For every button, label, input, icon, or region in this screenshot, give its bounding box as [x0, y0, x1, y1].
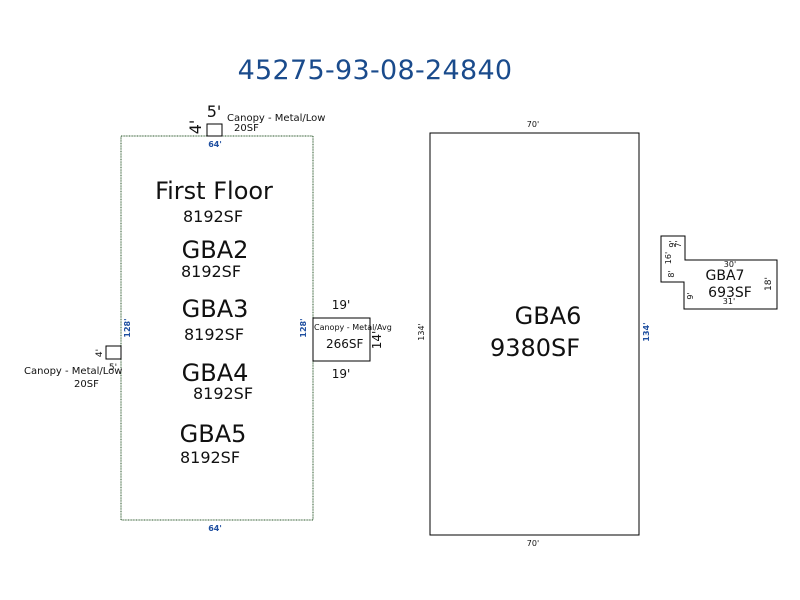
- canopy-right-bottom-dimension: 19': [332, 367, 351, 381]
- gba7-bottom-dimension: 31': [723, 297, 735, 306]
- canopy-left-area: 20SF: [74, 379, 99, 390]
- canopy-top-height-dimension: 4': [186, 120, 205, 135]
- gba7-notch-side-dimension: 7': [674, 240, 683, 247]
- area-sf-gba2: 8192SF: [181, 262, 241, 281]
- area-sf-gba3: 8192SF: [184, 325, 244, 344]
- canopy-left-width-dimension: 5': [109, 363, 117, 373]
- area-label-gba2: GBA2: [182, 236, 249, 264]
- canopy-left-outline: [105, 345, 122, 360]
- canopy-right-top-dimension: 19': [332, 298, 351, 312]
- canopy-top-outline: [206, 123, 223, 137]
- canopy-left-height-dimension: 4': [95, 349, 105, 357]
- main-left-dimension: 128': [123, 318, 132, 337]
- gba6-top-dimension: 70': [527, 120, 539, 129]
- canopy-right-area: 266SF: [326, 337, 364, 351]
- parcel-number-title: 45275-93-08-24840: [238, 55, 513, 86]
- gba7-outline: [660, 235, 778, 310]
- gba7-top-dimension: 30': [724, 260, 736, 269]
- canopy-right-label: Canopy - Metal/Avg: [314, 323, 392, 332]
- gba6-bottom-dimension: 70': [527, 539, 539, 548]
- area-sf-gba5: 8192SF: [180, 448, 240, 467]
- area-sf-first-floor: 8192SF: [183, 207, 243, 226]
- gba7-notch-inner-dimension: 8': [667, 270, 676, 277]
- canopy-top-label: Canopy - Metal/Low: [227, 113, 325, 124]
- gba6-area: 9380SF: [490, 334, 580, 362]
- area-label-gba3: GBA3: [182, 295, 249, 323]
- gba6-outline: [429, 132, 640, 536]
- gba7-left-upper-dimension: 16': [664, 252, 673, 264]
- canopy-left-label: Canopy - Metal/Low: [24, 366, 122, 377]
- canopy-right-side-dimension: 14': [370, 331, 384, 350]
- gba7-right-dimension: 18': [764, 277, 774, 291]
- gba6-left-dimension: 134': [417, 323, 426, 340]
- main-right-dimension: 128': [299, 318, 308, 337]
- canopy-top-width-dimension: 5': [207, 102, 222, 121]
- main-top-dimension: 64': [208, 140, 222, 149]
- area-label-first-floor: First Floor: [155, 177, 273, 205]
- canopy-right-outline: [312, 317, 371, 362]
- gba7-area: 693SF: [708, 285, 752, 301]
- gba6-label: GBA6: [515, 302, 582, 330]
- gba7-notch-top-dimension: 9': [668, 240, 677, 247]
- main-bottom-dimension: 64': [208, 524, 222, 533]
- area-sf-gba4: 8192SF: [193, 384, 253, 403]
- gba7-left-lower-dimension: 9': [686, 292, 695, 299]
- canopy-top-area: 20SF: [234, 123, 259, 134]
- gba6-right-dimension: 134': [642, 322, 651, 341]
- gba7-label: GBA7: [706, 268, 745, 284]
- area-label-gba4: GBA4: [182, 359, 249, 387]
- area-label-gba5: GBA5: [180, 420, 247, 448]
